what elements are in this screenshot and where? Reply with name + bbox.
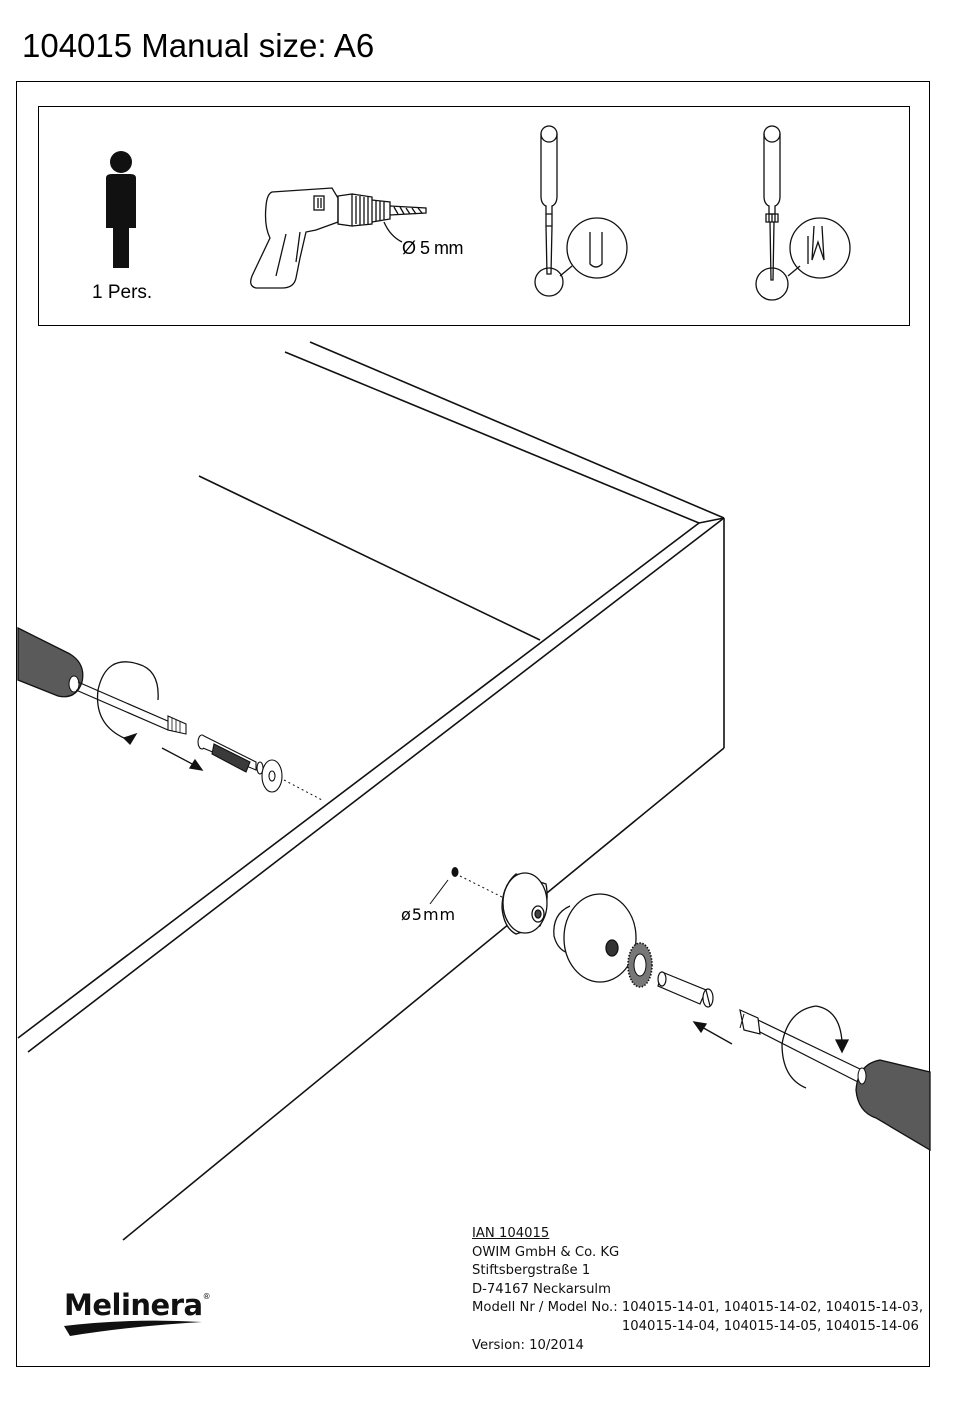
person-icon bbox=[106, 151, 136, 268]
drill-diameter-label: Ø 5 mm bbox=[402, 238, 464, 258]
page-title: 104015 Manual size: A6 bbox=[22, 27, 375, 64]
drill-icon bbox=[250, 187, 427, 289]
ian-number: IAN 104015 bbox=[472, 1226, 550, 1241]
model-line-1: 104015-14-01, 104015-14-02, 104015-14-03… bbox=[621, 1300, 924, 1316]
model-numbers: Modell Nr / Model No.: 104015-14-01, 104… bbox=[472, 1299, 923, 1336]
manual-page-frame bbox=[16, 81, 930, 1367]
registered-mark: ® bbox=[202, 1292, 211, 1301]
brand-name: Melinera bbox=[64, 1288, 203, 1322]
flat-screwdriver-icon bbox=[534, 125, 628, 297]
knob-base bbox=[501, 872, 548, 935]
hole-diameter-label: ø5mm bbox=[401, 905, 457, 924]
logo-swoosh bbox=[64, 1320, 202, 1336]
manufacturer-info: IAN 104015 OWIM GmbH & Co. KG Stiftsberg… bbox=[472, 1225, 923, 1355]
persons-label: 1 Pers. bbox=[92, 282, 153, 303]
toothed-washer bbox=[627, 942, 653, 988]
version-label: Version: 10/2014 bbox=[472, 1337, 584, 1353]
tools-panel bbox=[38, 106, 910, 326]
company-name: OWIM GmbH & Co. KG bbox=[472, 1244, 620, 1260]
right-screwdriver bbox=[739, 1008, 931, 1152]
rotate-arrow-right-icon bbox=[781, 1005, 850, 1089]
phillips-screwdriver-icon bbox=[755, 125, 851, 301]
model-label: Modell Nr / Model No.: bbox=[472, 1300, 622, 1316]
company-city: D-74167 Neckarsulm bbox=[472, 1281, 611, 1297]
push-arrow-right-icon bbox=[692, 1021, 733, 1045]
knob-screw bbox=[657, 971, 714, 1008]
model-line-2: 104015-14-04, 104015-14-05, 104015-14-06 bbox=[621, 1318, 919, 1334]
rotate-arrow-left-icon bbox=[96, 661, 159, 746]
push-arrow-left-icon bbox=[161, 747, 204, 771]
cabinet-outline bbox=[17, 341, 725, 1241]
drill-hole bbox=[429, 867, 505, 905]
brand-logo: Melinera® bbox=[64, 1288, 211, 1322]
company-street: Stiftsbergstraße 1 bbox=[472, 1263, 591, 1279]
guide-line-left bbox=[283, 779, 323, 801]
knob-head bbox=[553, 893, 637, 983]
left-drill-bit bbox=[17, 626, 187, 735]
wall-plug-screw bbox=[197, 734, 283, 793]
